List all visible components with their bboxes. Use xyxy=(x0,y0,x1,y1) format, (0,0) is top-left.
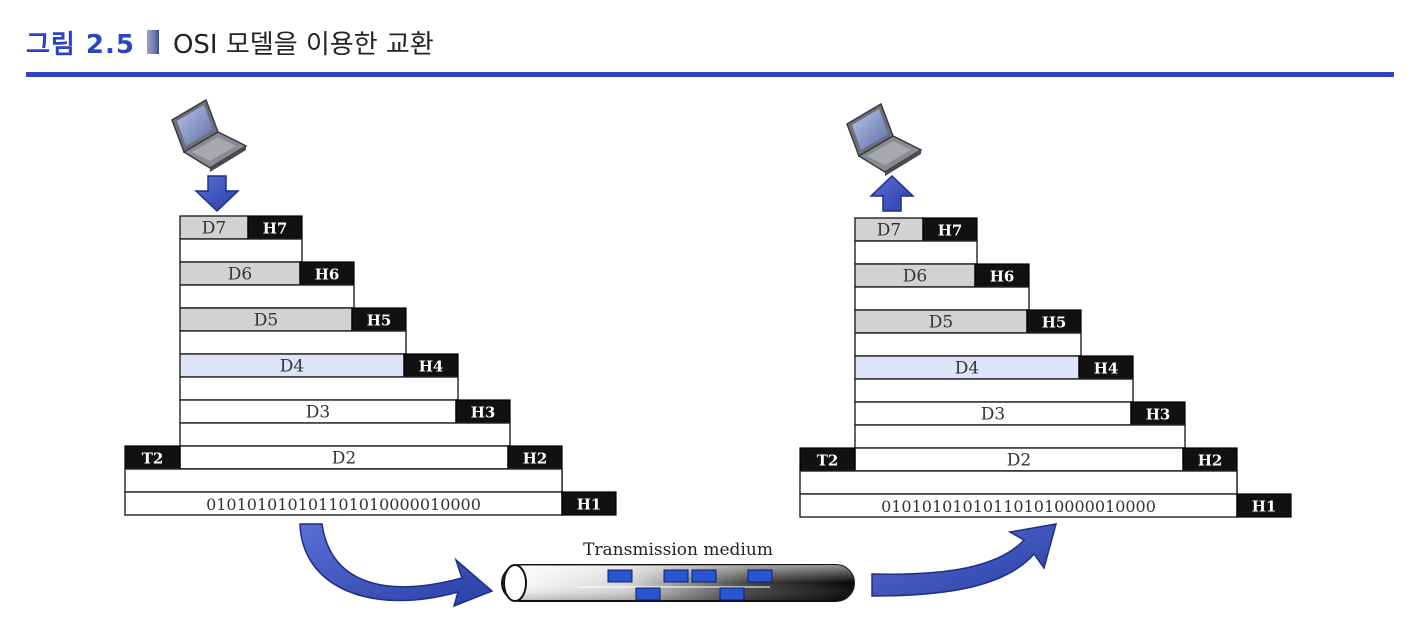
header-label-h5: H5 xyxy=(1042,314,1067,332)
header-label-h2: H2 xyxy=(523,450,548,468)
data-label-d6: D6 xyxy=(903,267,927,287)
curved-arrow-up-icon xyxy=(871,523,1058,597)
data-label-d3: D3 xyxy=(306,403,330,423)
data-label-d7: D7 xyxy=(877,221,901,241)
figure-separator xyxy=(146,30,159,54)
layer-row xyxy=(179,376,459,401)
up-arrow-icon xyxy=(869,174,915,212)
layer-row xyxy=(124,468,563,493)
receiver-laptop-icon xyxy=(846,102,923,176)
bits-label: 010101010101101010000010000 xyxy=(206,495,481,514)
data-label-d5: D5 xyxy=(254,311,278,331)
header-label-h6: H6 xyxy=(990,268,1015,286)
layer-row xyxy=(854,240,978,265)
layer-row xyxy=(179,238,303,263)
layer-row xyxy=(179,422,511,447)
header-label-h2: H2 xyxy=(1198,452,1223,470)
header-label-h1: H1 xyxy=(1252,498,1277,516)
header-label-h3: H3 xyxy=(1146,406,1171,424)
header-label-h3: H3 xyxy=(471,404,496,422)
bits-label: 010101010101101010000010000 xyxy=(881,497,1156,516)
data-label-d4: D4 xyxy=(280,357,304,377)
trailer-label-t2: T2 xyxy=(817,452,839,470)
header-rule xyxy=(26,72,1394,77)
header-label-h4: H4 xyxy=(1094,360,1119,378)
data-label-d6: D6 xyxy=(228,265,252,285)
layer-row xyxy=(854,332,1082,357)
trailer-label-t2: T2 xyxy=(142,450,164,468)
data-label-d5: D5 xyxy=(929,313,953,333)
signal-bit xyxy=(635,587,661,601)
header-block-h1 xyxy=(561,491,617,516)
header-block-h1 xyxy=(1236,493,1292,518)
data-label-d4: D4 xyxy=(955,359,979,379)
signal-bit xyxy=(663,569,689,583)
signal-bit xyxy=(747,569,773,583)
layer-row xyxy=(179,330,407,355)
signal-bit xyxy=(607,569,633,583)
layer-row xyxy=(799,470,1238,495)
layer-row xyxy=(854,424,1186,449)
data-label-d3: D3 xyxy=(981,405,1005,425)
transmission-medium: Transmission medium xyxy=(501,540,855,602)
header-label-h7: H7 xyxy=(263,220,288,238)
down-arrow-icon xyxy=(194,175,240,213)
header-label-h4: H4 xyxy=(419,358,444,376)
signal-bit xyxy=(719,587,745,601)
data-label-d2: D2 xyxy=(332,449,356,469)
header-label-h1: H1 xyxy=(577,496,602,514)
data-label-d7: D7 xyxy=(202,219,226,239)
data-label-d2: D2 xyxy=(1007,451,1031,471)
layer-row xyxy=(854,286,1030,311)
layer-row xyxy=(179,284,355,309)
header-label-h5: H5 xyxy=(367,312,392,330)
medium-label: Transmission medium xyxy=(583,540,773,560)
layer-row xyxy=(854,378,1134,403)
figure-title: OSI 모델을 이용한 교환 xyxy=(172,29,434,60)
curved-arrow-down-icon xyxy=(299,523,494,608)
header-label-h6: H6 xyxy=(315,266,340,284)
sender-laptop-icon xyxy=(171,98,248,172)
header-label-h7: H7 xyxy=(938,222,963,240)
signal-bit xyxy=(691,569,717,583)
figure-number: 그림 2.5 xyxy=(26,29,135,60)
figure-header: 그림 2.5 OSI 모델을 이용한 교환 xyxy=(26,22,434,62)
